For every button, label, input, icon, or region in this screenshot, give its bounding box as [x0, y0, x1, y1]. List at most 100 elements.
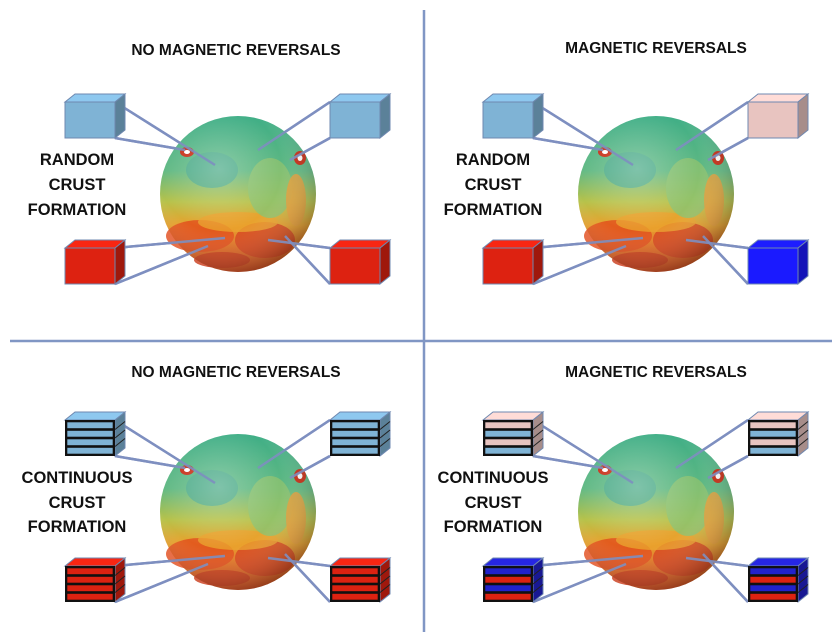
- crust-block-bottom-right: [328, 238, 392, 286]
- crust-stripe-edge: [797, 575, 809, 585]
- cube-side-face: [379, 238, 391, 286]
- crust-block-top-right: [328, 410, 392, 458]
- connector-line-overlay: [114, 454, 186, 470]
- connector-line-overlay: [702, 553, 749, 603]
- cube-front-face: [64, 101, 116, 139]
- crust-stripe-edge: [114, 429, 126, 439]
- crust-block-top-right: [328, 92, 392, 140]
- crust-block-top-left: [481, 410, 545, 458]
- crust-stripe-edge: [532, 429, 544, 439]
- crust-block-top-left: [63, 92, 127, 140]
- crust-stripe: [749, 421, 797, 429]
- connector-line-overlay: [532, 100, 634, 167]
- panel-title: MAGNETIC REVERSALS: [565, 364, 747, 381]
- connector-line-overlay: [257, 418, 331, 470]
- crust-block-bottom-right: [328, 556, 392, 604]
- cube-front-face: [64, 247, 116, 285]
- panel-continuous-no-reversals: NO MAGNETIC REVERSALS CONTINUOUS CRUST F…: [22, 364, 392, 604]
- crust-stripe: [484, 447, 532, 455]
- crust-stripe: [749, 584, 797, 592]
- crust-block-top-right: [746, 410, 810, 458]
- connector-line-overlay: [532, 562, 627, 604]
- crust-stripe-edge: [797, 421, 809, 430]
- planet-icon: [578, 116, 734, 272]
- cube-front-face: [482, 247, 534, 285]
- crust-stripe: [331, 593, 379, 601]
- planet-icon: [578, 434, 734, 590]
- connector-line-overlay: [114, 244, 209, 286]
- panel-title: NO MAGNETIC REVERSALS: [131, 42, 340, 59]
- connector-line-overlay: [532, 236, 644, 250]
- formation-label-line-3: FORMATION: [28, 518, 127, 536]
- crust-stripe: [66, 447, 114, 455]
- connector-line-overlay: [532, 136, 604, 152]
- formation-label-line-1: RANDOM: [40, 151, 114, 169]
- cube-side-face: [379, 92, 391, 140]
- cube-side-face: [532, 92, 544, 140]
- connector-line-overlay: [114, 236, 226, 250]
- formation-label-line-1: CONTINUOUS: [438, 469, 549, 487]
- crust-stripe: [66, 421, 114, 429]
- formation-label-line-2: CRUST: [49, 176, 106, 194]
- planet-shading: [160, 434, 316, 590]
- connector-line-overlay: [532, 244, 627, 286]
- formation-label-line-3: FORMATION: [28, 201, 127, 219]
- connector-line-overlay: [114, 562, 209, 604]
- cube-front-face: [747, 247, 799, 285]
- connector-line-overlay: [284, 553, 331, 603]
- crust-stripe-edge: [379, 575, 391, 585]
- crust-stripe-edge: [797, 429, 809, 439]
- crust-block-bottom-left: [481, 556, 545, 604]
- formation-label-line-2: CRUST: [465, 176, 522, 194]
- connector-line-overlay: [114, 418, 216, 485]
- crust-stripe: [66, 430, 114, 438]
- cube-front-face: [329, 247, 381, 285]
- crust-stripe: [749, 438, 797, 446]
- crust-stripe-edge: [379, 567, 391, 576]
- crust-stripe: [484, 567, 532, 575]
- cube-front-face: [482, 101, 534, 139]
- panel-random-with-reversals: MAGNETIC REVERSALS RANDOM CRUST FORMATIO…: [444, 40, 810, 286]
- connector-line-overlay: [284, 235, 331, 285]
- panel-title: NO MAGNETIC REVERSALS: [131, 364, 340, 381]
- crust-stripe: [484, 584, 532, 592]
- crust-stripe-edge: [797, 584, 809, 593]
- crust-stripe: [484, 421, 532, 429]
- formation-label-line-2: CRUST: [465, 494, 522, 512]
- cube-front-face: [329, 101, 381, 139]
- connector-line-overlay: [707, 454, 749, 480]
- crust-stripe-edge: [114, 421, 126, 430]
- cube-side-face: [114, 238, 126, 286]
- crust-stripe: [331, 421, 379, 429]
- planet-icon: [160, 434, 316, 590]
- crust-stripe: [66, 576, 114, 584]
- crust-block-top-right: [746, 92, 810, 140]
- connector-line-overlay: [114, 136, 186, 152]
- crust-stripe-edge: [379, 421, 391, 430]
- cube-side-face: [114, 92, 126, 140]
- connector-line-overlay: [532, 454, 604, 470]
- crust-stripe: [484, 593, 532, 601]
- connector-line-overlay: [702, 235, 749, 285]
- crust-stripe: [484, 438, 532, 446]
- planet-shading: [160, 116, 316, 272]
- crust-stripe-edge: [532, 438, 544, 447]
- crust-stripe-edge: [532, 575, 544, 585]
- crust-stripe-edge: [797, 567, 809, 576]
- crust-block-bottom-right: [746, 556, 810, 604]
- panel-continuous-with-reversals: MAGNETIC REVERSALS CONTINUOUS CRUST FORM…: [438, 364, 810, 604]
- crust-stripe: [66, 567, 114, 575]
- connector-line-overlay: [289, 136, 331, 162]
- crust-block-bottom-left: [63, 238, 127, 286]
- crust-block-bottom-right: [746, 238, 810, 286]
- connector-line-overlay: [532, 554, 644, 568]
- crust-stripe: [331, 438, 379, 446]
- connector-line-overlay: [675, 100, 749, 152]
- connector-line-overlay: [675, 418, 749, 470]
- crust-block-top-left: [481, 92, 545, 140]
- planet-icon: [160, 116, 316, 272]
- connector-line-overlay: [289, 454, 331, 480]
- cube-side-face: [797, 238, 809, 286]
- crust-stripe: [66, 438, 114, 446]
